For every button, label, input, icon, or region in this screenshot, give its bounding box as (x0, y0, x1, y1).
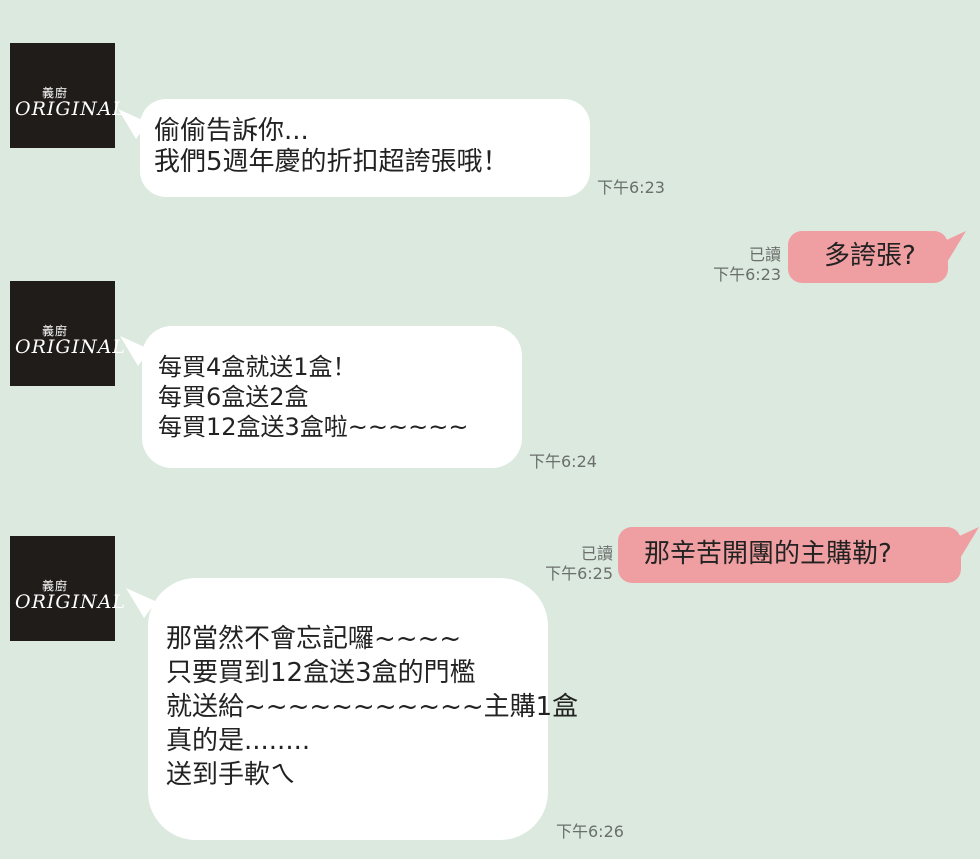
message-line: 那當然不會忘記囉~~~~ (166, 624, 462, 654)
message-bubble-incoming[interactable]: 那當然不會忘記囉~~~~ 只要買到12盒送3盒的門檻 就送給~~~~~~~~~~… (148, 578, 579, 840)
message-line: 只要買到12盒送3盒的門檻 (166, 658, 476, 688)
avatar[interactable]: 義廚 ORIGINAL (10, 43, 125, 148)
message-bubble-outgoing[interactable]: 那辛苦開團的主購勒? (618, 527, 961, 583)
message-meta: 已讀 下午6:23 (713, 245, 781, 285)
logo-text-cn: 義廚 (42, 86, 69, 100)
message-meta: 下午6:24 (529, 452, 597, 472)
message-timestamp: 下午6:25 (545, 564, 613, 583)
message-timestamp: 下午6:23 (597, 178, 665, 197)
message-line: 每買4盒就送1盒！ (158, 353, 357, 381)
message-line: 每買12盒送3盒啦~~~~~~ (158, 413, 469, 441)
avatar[interactable]: 義廚 ORIGINAL (10, 281, 125, 386)
read-receipt: 已讀 (748, 245, 781, 264)
message-bubble-incoming[interactable]: 偷偷告訴你... 我們5週年慶的折扣超誇張哦！ (140, 99, 590, 197)
message-bubble-outgoing[interactable]: 多誇張? (788, 231, 948, 283)
message-line: 偷偷告訴你... (154, 116, 309, 146)
message-meta: 下午6:23 (597, 178, 665, 198)
logo-text-en: ORIGINAL (15, 591, 127, 613)
message-timestamp: 下午6:24 (529, 452, 597, 471)
message-timestamp: 下午6:23 (713, 265, 781, 284)
message-line: 真的是........ (166, 726, 311, 756)
logo-text-cn: 義廚 (42, 579, 69, 593)
message-meta: 已讀 下午6:25 (545, 544, 613, 584)
message-line: 送到手軟ㄟ (166, 760, 297, 790)
logo-text-en: ORIGINAL (15, 336, 127, 358)
message-line: 多誇張? (824, 241, 916, 271)
message-meta: 下午6:26 (556, 822, 624, 842)
message-timestamp: 下午6:26 (556, 822, 624, 841)
message-line: 那辛苦開團的主購勒? (644, 539, 892, 569)
logo-text-en: ORIGINAL (15, 98, 127, 120)
avatar[interactable]: 義廚 ORIGINAL (10, 536, 125, 641)
message-line: 我們5週年慶的折扣超誇張哦！ (154, 147, 509, 177)
logo-text-cn: 義廚 (42, 324, 69, 338)
message-line: 每買6盒送2盒 (158, 383, 309, 411)
message-line: 就送給~~~~~~~~~~~主購1盒 (166, 692, 579, 722)
message-bubble-incoming[interactable]: 每買4盒就送1盒！ 每買6盒送2盒 每買12盒送3盒啦~~~~~~ (142, 326, 522, 468)
read-receipt: 已讀 (580, 544, 613, 563)
